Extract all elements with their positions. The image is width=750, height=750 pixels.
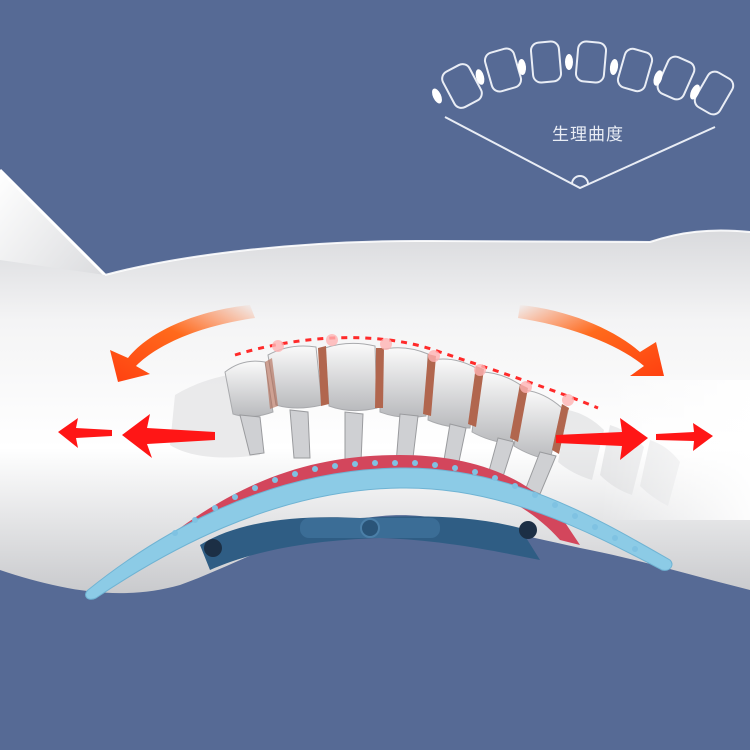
arrow-left-outer-icon [58,418,112,448]
vertebra-icons [441,40,735,116]
spine [170,334,750,520]
curved-arrow-left-icon [110,305,255,382]
curved-arrow-right-icon [518,305,664,376]
arrow-left-inner-icon [122,414,215,458]
disc-icons [432,54,700,104]
curvature-label: 生理曲度 [552,125,624,145]
arrow-right-outer-icon [656,423,713,451]
curvature-diagram [432,40,735,190]
back-stretcher-device [85,455,673,600]
arrow-right-inner-icon [556,418,648,460]
